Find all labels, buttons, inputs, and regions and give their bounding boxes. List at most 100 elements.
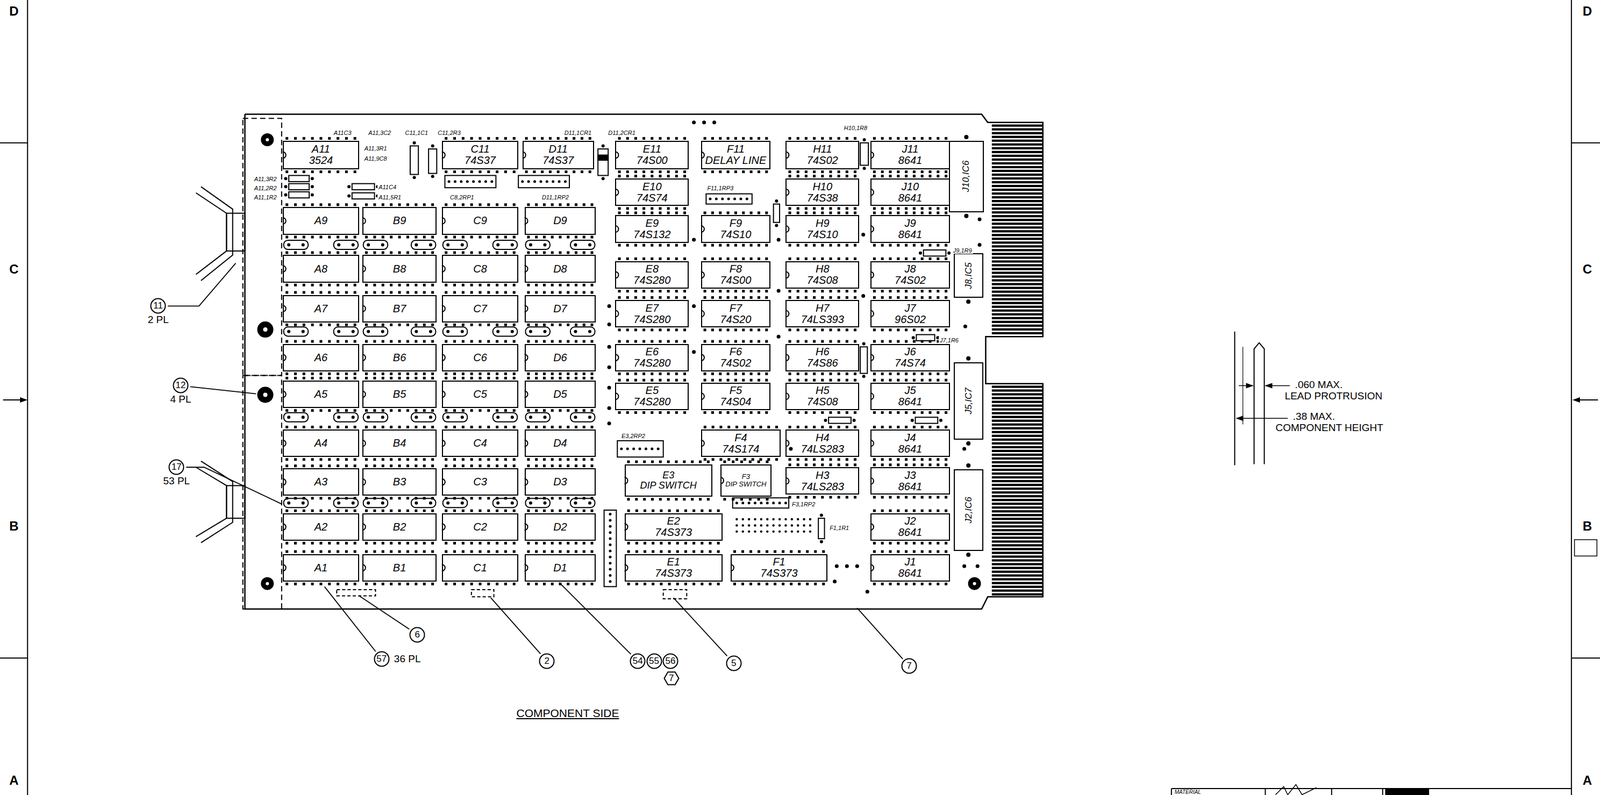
ic-pin bbox=[650, 411, 654, 414]
ic-pin bbox=[812, 257, 816, 261]
ic-pin bbox=[423, 251, 426, 254]
ic-pin bbox=[650, 379, 654, 382]
ic-pin bbox=[912, 206, 916, 210]
ic-pin bbox=[319, 340, 323, 344]
ic-pin bbox=[336, 409, 340, 412]
ic-pin bbox=[406, 458, 410, 461]
ic-pin bbox=[582, 464, 586, 468]
ic-pin bbox=[741, 340, 745, 344]
edge-finger bbox=[991, 181, 1044, 184]
ic-pin bbox=[651, 550, 655, 554]
ic-pin bbox=[667, 257, 670, 261]
edge-finger bbox=[991, 434, 1044, 438]
ic-pin bbox=[582, 291, 586, 295]
ic-pin bbox=[727, 458, 731, 461]
ic-pin bbox=[582, 541, 586, 545]
ic-pin bbox=[373, 458, 376, 461]
ic-pin bbox=[881, 458, 884, 461]
ic-pin bbox=[470, 550, 474, 554]
ic-pin bbox=[414, 409, 418, 412]
ic-pin bbox=[920, 289, 924, 293]
ic-pin bbox=[590, 291, 594, 295]
ic-pin bbox=[336, 137, 340, 140]
ic-pin bbox=[659, 460, 662, 464]
component-lead bbox=[601, 176, 605, 181]
ic-pin bbox=[703, 170, 707, 174]
ic-pin bbox=[574, 323, 578, 327]
ic-pin bbox=[881, 328, 884, 332]
ic-pin bbox=[389, 582, 393, 586]
ic-pin bbox=[582, 582, 586, 586]
ic-pin bbox=[588, 137, 592, 140]
ic-pin bbox=[626, 411, 630, 414]
capacitor-lead bbox=[543, 243, 547, 247]
ic-pin bbox=[920, 206, 924, 210]
resistor bbox=[828, 417, 852, 424]
ic-pin bbox=[837, 206, 841, 210]
ic-pin bbox=[512, 251, 516, 254]
via-dot bbox=[962, 447, 967, 452]
ic-pin bbox=[804, 206, 808, 210]
capacitor-lead bbox=[414, 243, 418, 247]
ic-pin bbox=[618, 137, 621, 140]
bypass-capacitor bbox=[525, 240, 550, 250]
ic-pin bbox=[904, 244, 908, 247]
ic-pin bbox=[444, 425, 448, 429]
ic-pin bbox=[765, 379, 768, 382]
center-mark bbox=[1577, 399, 1598, 401]
pack-pin bbox=[453, 180, 457, 183]
ic-pin bbox=[837, 379, 841, 382]
ic-pin bbox=[512, 550, 516, 554]
edge-finger bbox=[991, 510, 1044, 513]
ic-pin bbox=[796, 257, 800, 261]
ic-pin bbox=[512, 464, 516, 468]
ic-pin bbox=[285, 372, 289, 376]
zone-tick bbox=[1571, 142, 1600, 144]
bypass-capacitor bbox=[443, 498, 468, 508]
edge-finger bbox=[991, 450, 1044, 453]
ic-pin bbox=[302, 550, 306, 554]
ic-pin bbox=[896, 174, 900, 178]
ic-pin bbox=[389, 291, 393, 295]
ic-pin bbox=[682, 460, 686, 464]
ic-pin bbox=[495, 291, 499, 295]
ic-pin bbox=[711, 328, 714, 332]
ic-pin bbox=[406, 464, 410, 468]
ic-pin bbox=[353, 236, 357, 239]
ic-pin bbox=[526, 550, 530, 554]
ic-pin bbox=[353, 458, 357, 461]
ic-pin bbox=[944, 582, 948, 586]
ic-pin bbox=[495, 170, 499, 174]
pin-grid bbox=[772, 518, 775, 521]
ic-pin bbox=[626, 211, 630, 214]
pack-pin bbox=[608, 543, 612, 547]
ic-pin bbox=[812, 137, 816, 140]
ic-pin bbox=[487, 340, 490, 344]
ic-pin bbox=[526, 464, 530, 468]
ic-pin bbox=[582, 251, 586, 254]
ic-pin bbox=[928, 289, 932, 293]
edge-finger bbox=[991, 230, 1044, 233]
ic-pin bbox=[667, 340, 670, 344]
ic-pin bbox=[444, 458, 448, 461]
bypass-capacitor bbox=[363, 240, 389, 250]
ic-pin bbox=[327, 137, 331, 140]
ic-pin bbox=[634, 206, 638, 210]
hidden-part bbox=[663, 589, 688, 599]
ic-pin bbox=[558, 541, 562, 545]
ic-pin bbox=[566, 340, 570, 344]
ic-pin bbox=[873, 137, 876, 140]
part-number: 74S00 bbox=[636, 154, 668, 167]
ic-pin bbox=[700, 582, 704, 586]
ic-pin bbox=[845, 328, 849, 332]
pack-pin bbox=[608, 525, 612, 528]
capacitor-lead bbox=[446, 415, 450, 419]
ic-pin bbox=[353, 203, 357, 206]
ic-pin bbox=[642, 206, 646, 210]
ic-pin bbox=[928, 296, 932, 299]
ic-pin bbox=[920, 496, 924, 499]
ic-pin bbox=[353, 170, 357, 174]
ic-pin bbox=[936, 582, 940, 586]
ic-pin bbox=[743, 458, 747, 461]
ic-pin bbox=[526, 541, 530, 545]
